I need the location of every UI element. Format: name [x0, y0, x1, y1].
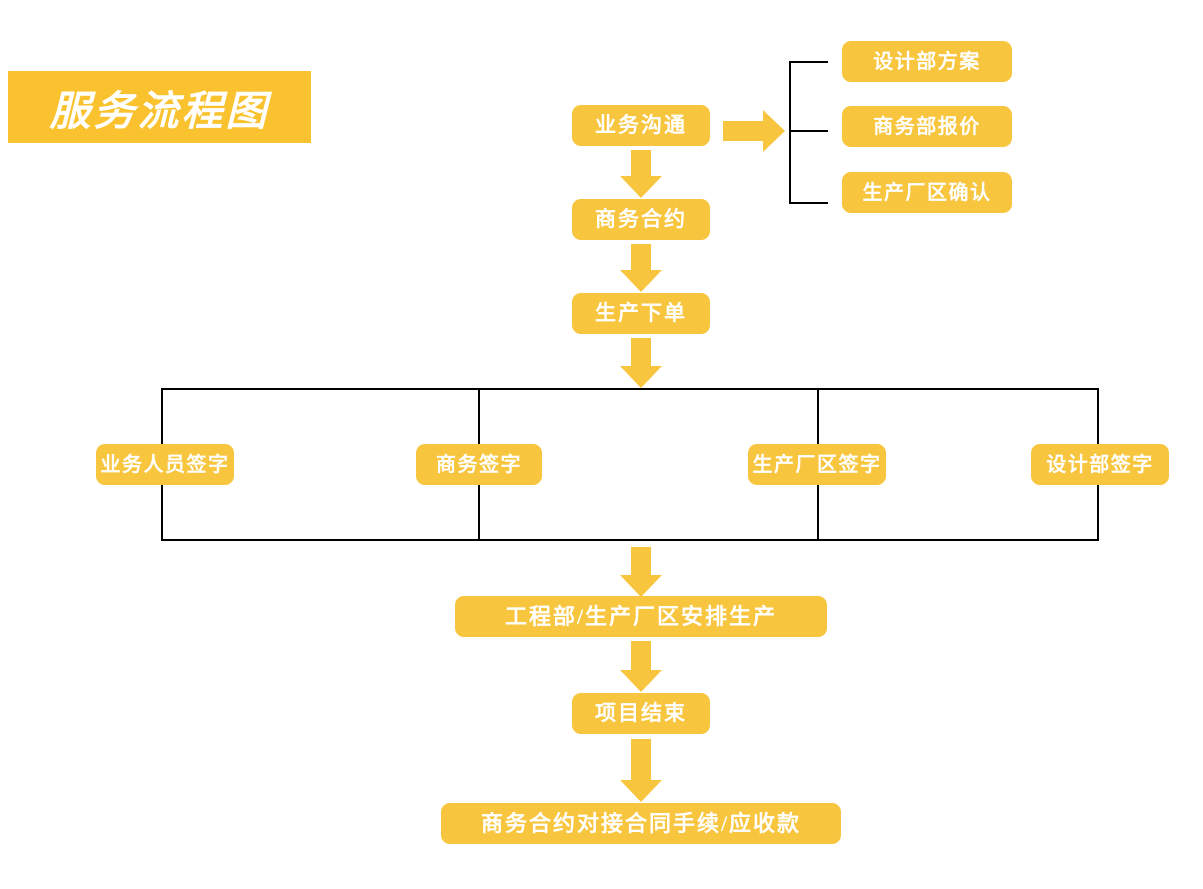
branch-bracket-stub-3	[789, 202, 828, 204]
node-final-2[interactable]: 项目结束	[572, 693, 710, 734]
page-title-banner: 服务流程图	[8, 71, 311, 143]
node-label: 生产厂区确认	[862, 181, 992, 204]
node-label: 业务人员签字	[100, 453, 230, 476]
node-signature-4[interactable]: 设计部签字	[1031, 444, 1169, 485]
arrow-down-to-contract	[620, 739, 662, 802]
node-label: 商务部报价	[873, 115, 981, 138]
node-label: 设计部方案	[873, 50, 981, 73]
arrow-down-main-2	[620, 244, 662, 292]
node-final-3[interactable]: 商务合约对接合同手续/应收款	[441, 803, 841, 844]
signature-rail-top	[161, 388, 1098, 390]
node-main-flow-3[interactable]: 生产下单	[572, 293, 710, 334]
node-main-flow-2[interactable]: 商务合约	[572, 199, 710, 240]
arrow-down-to-project-end	[620, 641, 662, 692]
node-signature-3[interactable]: 生产厂区签字	[748, 444, 886, 485]
signature-rail-bottom	[161, 539, 1098, 541]
node-signature-1[interactable]: 业务人员签字	[96, 444, 234, 485]
node-label: 商务合约	[595, 207, 687, 231]
branch-bracket-stub-2	[789, 130, 828, 132]
page-title: 服务流程图	[49, 88, 270, 134]
node-branch-1[interactable]: 设计部方案	[842, 41, 1012, 82]
node-final-1[interactable]: 工程部/生产厂区安排生产	[455, 596, 827, 637]
arrow-down-to-signature-rail	[620, 338, 662, 388]
arrow-down-to-production	[620, 547, 662, 597]
node-label: 生产下单	[595, 301, 687, 325]
node-label: 设计部签字	[1046, 453, 1154, 476]
node-branch-2[interactable]: 商务部报价	[842, 106, 1012, 147]
node-label: 商务签字	[436, 453, 522, 476]
branch-bracket-spine	[789, 61, 791, 204]
node-label: 工程部/生产厂区安排生产	[504, 603, 778, 629]
node-label: 生产厂区签字	[752, 453, 882, 476]
node-signature-2[interactable]: 商务签字	[416, 444, 542, 485]
node-label: 业务沟通	[595, 113, 687, 137]
node-label: 商务合约对接合同手续/应收款	[480, 810, 802, 836]
arrow-right-to-branches	[723, 110, 785, 152]
node-label: 项目结束	[595, 701, 687, 725]
arrow-down-main-1	[620, 150, 662, 198]
node-main-flow-1[interactable]: 业务沟通	[572, 105, 710, 146]
node-branch-3[interactable]: 生产厂区确认	[842, 172, 1012, 213]
branch-bracket-stub-1	[789, 61, 828, 63]
